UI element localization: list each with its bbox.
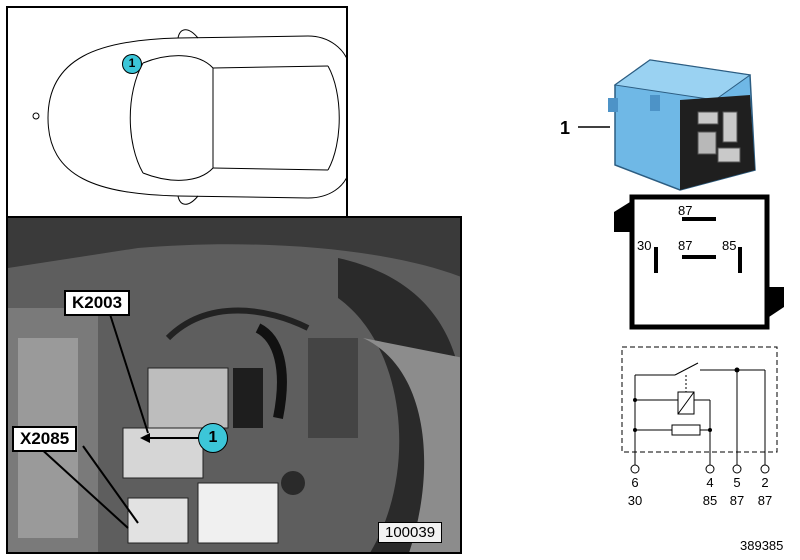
label-x2085: X2085 bbox=[12, 426, 78, 452]
schematic-pin-1-number: 6 bbox=[631, 475, 639, 490]
label-k2003: K2003 bbox=[64, 290, 131, 316]
schematic-pin-3-terminal: 87 bbox=[729, 493, 745, 508]
vehicle-location-panel: 1 bbox=[6, 6, 348, 218]
schematic-pin-3-number: 5 bbox=[733, 475, 741, 490]
pinout-label-top: 87 bbox=[678, 203, 693, 218]
pinout-label-center: 87 bbox=[678, 238, 693, 253]
figure-number: 100039 bbox=[378, 522, 443, 543]
schematic-pin-2-number: 4 bbox=[706, 475, 714, 490]
schematic-pin-2-terminal: 85 bbox=[702, 493, 718, 508]
relay-part-number: 1 bbox=[560, 118, 571, 138]
schematic-pin-1-terminal: 30 bbox=[627, 493, 643, 508]
pinout-label-right: 85 bbox=[722, 238, 737, 253]
diagram-code: 389385 bbox=[740, 538, 784, 553]
location-marker-badge: 1 bbox=[122, 54, 142, 74]
relay-pinout-diagram bbox=[614, 194, 784, 330]
schematic-pin-4-terminal: 87 bbox=[757, 493, 773, 508]
pinout-label-left: 30 bbox=[637, 238, 652, 253]
relay-circuit-schematic bbox=[621, 346, 778, 474]
car-outline bbox=[32, 29, 346, 205]
schematic-pin-4-number: 2 bbox=[761, 475, 769, 490]
relay-illustration bbox=[578, 59, 756, 191]
engine-bay-illustration bbox=[8, 218, 460, 552]
engine-bay-photo: K2003 X2085 1 100039 bbox=[6, 216, 462, 554]
photo-marker-badge: 1 bbox=[198, 423, 228, 453]
